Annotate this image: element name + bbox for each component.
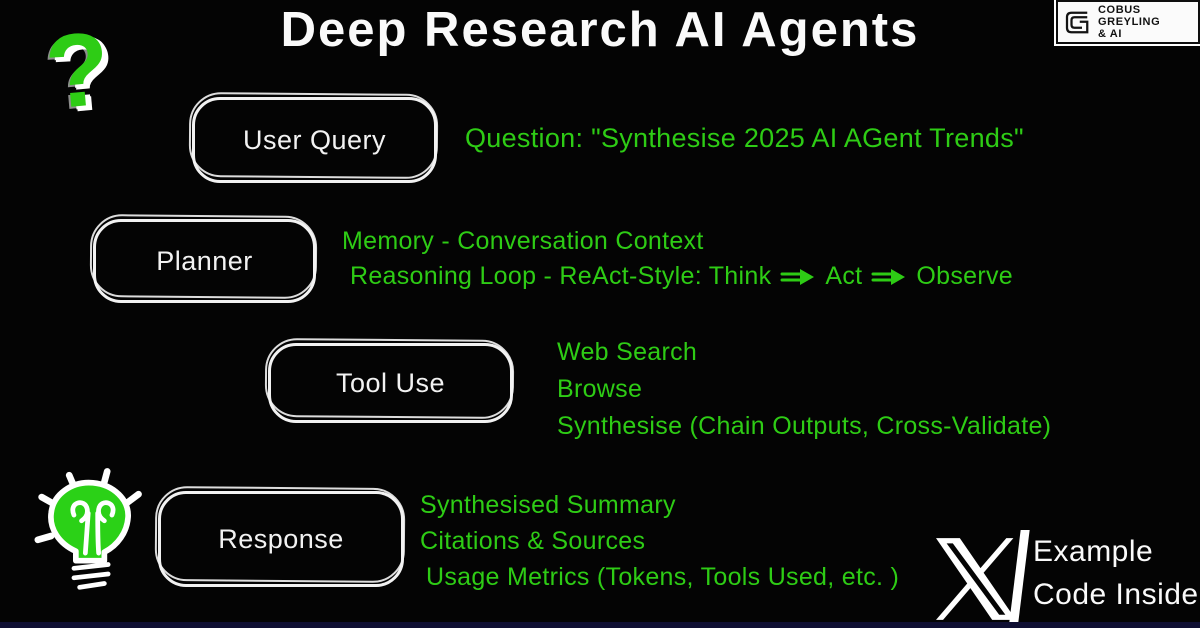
annotation-user-query: Question: "Synthesise 2025 AI AGent Tren… [465,123,1024,153]
footer-promo-line2: Code Inside [1033,578,1199,611]
brand-name-line2: & AI [1098,28,1122,40]
tool-use-line: Web Search [557,338,698,366]
footer-promo-line1: Example [1033,535,1154,568]
flow-box-response: Response [158,491,404,587]
response-line: Synthesised Summary [420,491,676,519]
arrow-icon [871,268,906,285]
flow-box-tool-use-label: Tool Use [335,367,446,398]
flow-box-user-query-label: User Query [242,124,387,155]
lightbulb-icon [34,468,142,590]
annotation-response: Synthesised Summary Citations & Sources … [420,487,899,595]
planner-reasoning-act: Act [825,262,863,290]
planner-reasoning-prefix: Reasoning Loop - ReAct-Style: Think [350,262,772,290]
planner-reasoning-observe: Observe [916,262,1013,290]
flow-box-planner-label: Planner [156,245,253,276]
footer-promo: Example Code Inside [1033,530,1199,616]
planner-reasoning-line: Reasoning Loop - ReAct-Style: Think Act … [350,259,1013,294]
bottom-accent-strip [0,622,1200,628]
annotation-planner: Memory - Conversation Context Reasoning … [342,224,1013,294]
page-title: Deep Research AI Agents [280,3,920,57]
flow-box-user-query: User Query [192,97,437,183]
flow-box-tool-use: Tool Use [268,343,513,423]
planner-memory-line: Memory - Conversation Context [342,227,704,255]
arrow-icon [780,268,815,285]
response-line: Usage Metrics (Tokens, Tools Used, etc. … [426,563,900,591]
tool-use-line: Synthesise (Chain Outputs, Cross-Validat… [557,412,1052,440]
question-mark-icon: ? [41,10,115,132]
flow-box-planner: Planner [93,219,316,303]
tool-use-line: Browse [557,375,643,403]
response-line: Citations & Sources [420,527,646,555]
flow-box-response-label: Response [218,523,344,554]
annotation-tool-use: Web Search Browse Synthesise (Chain Outp… [557,334,1051,445]
brand-name: COBUS GREYLING & AI [1098,4,1192,40]
x-logo-icon [936,538,1016,620]
brand-name-line1: COBUS GREYLING [1098,4,1161,28]
cg-logo-icon [1065,11,1089,33]
brand-badge: COBUS GREYLING & AI [1054,0,1200,46]
